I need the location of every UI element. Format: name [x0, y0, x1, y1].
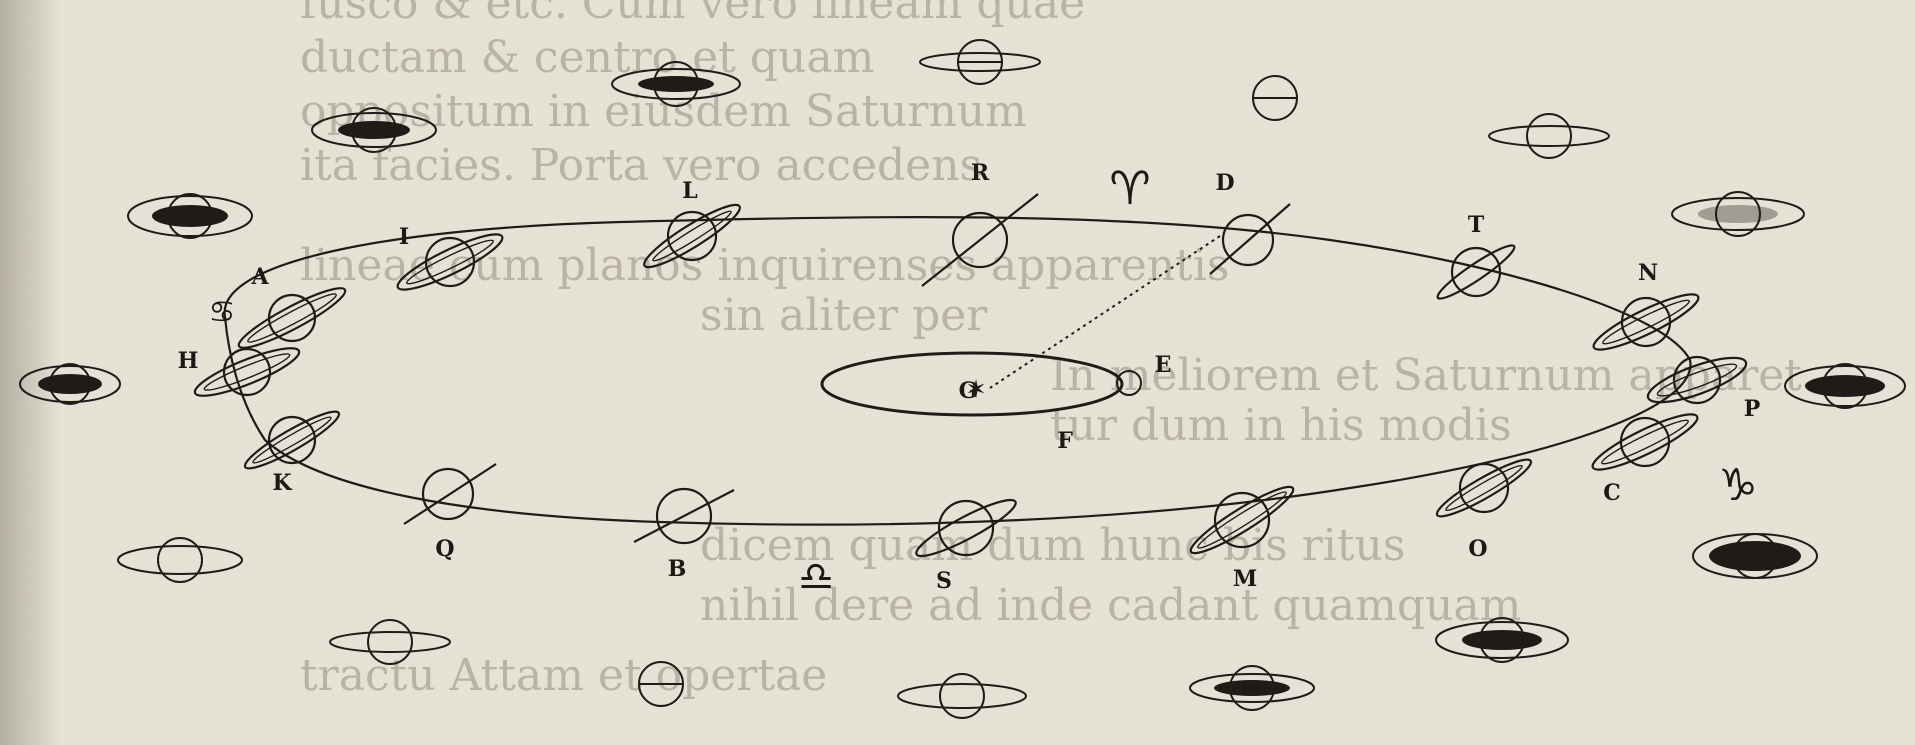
saturn-at-I	[396, 233, 504, 291]
bleed-line: tractu Attam et opertae	[300, 650, 827, 701]
label-M: M	[1233, 566, 1257, 592]
phase-open-rings	[1784, 363, 1906, 409]
phase-open-rings	[1189, 665, 1315, 711]
label-L: L	[682, 178, 697, 204]
bleed-line: nihil dere ad inde cadant quamquam	[700, 580, 1521, 631]
label-S: S	[936, 568, 952, 594]
saturn-at-A	[237, 287, 347, 349]
capricorn-icon: ♑	[1718, 460, 1757, 511]
saturn-at-C	[1591, 413, 1699, 471]
label-C: C	[1603, 480, 1621, 506]
bleed-line: fusco & etc. Cum vero lineam quae	[300, 0, 1085, 29]
label-O: O	[1468, 536, 1487, 562]
phase-thin-rings	[1488, 113, 1610, 159]
saturn-at-R	[921, 193, 1039, 287]
saturn-at-Q	[403, 463, 497, 525]
saturn-at-L	[643, 203, 741, 269]
aries-icon: ♈	[1109, 161, 1150, 215]
label-F: F	[1057, 428, 1073, 454]
label-T: T	[1468, 212, 1485, 238]
phase-thin-rings	[919, 39, 1041, 85]
earth-circle	[1116, 370, 1142, 396]
earth-orbit	[820, 351, 1124, 417]
label-P: P	[1744, 396, 1761, 422]
label-H: H	[178, 348, 199, 374]
sun-label: G	[959, 378, 978, 404]
saturn-at-K	[243, 410, 341, 470]
bleed-line: ita facies. Porta vero accedens	[300, 140, 982, 191]
saturn-at-T	[1436, 244, 1516, 300]
saturn-at-N	[1592, 293, 1700, 351]
bleed-through-text: fusco & etc. Cum vero lineam quae ductam…	[300, 0, 1802, 701]
phase-open-rings	[1435, 617, 1569, 663]
zodiac-signs: ♈ ♋ ♎ ♑	[209, 161, 1758, 600]
label-R: R	[971, 160, 990, 186]
bleed-line: ductam & centro et quam	[300, 32, 874, 83]
phase-thin-rings	[117, 537, 243, 583]
phase-open-rings	[611, 61, 741, 107]
phase-edge-on	[638, 661, 684, 707]
phase-edge-on	[1252, 75, 1298, 121]
phase-thin-rings	[897, 673, 1027, 719]
phase-thin-rings	[329, 619, 451, 665]
saturn-at-S	[915, 498, 1017, 558]
phase-open-rings	[311, 107, 437, 153]
bleed-line: dicem quam dum hunc bis ritus	[700, 520, 1405, 571]
label-E: E	[1155, 352, 1172, 378]
label-B: B	[668, 556, 687, 582]
orbit-saturns	[193, 193, 1748, 558]
label-Q: Q	[435, 536, 454, 562]
phase-open-rings	[127, 193, 253, 239]
label-K: K	[272, 470, 292, 496]
label-D: D	[1215, 170, 1234, 196]
phase-open-rings	[1671, 191, 1805, 237]
saturn-at-O	[1435, 458, 1533, 518]
saturn-at-M	[1189, 485, 1295, 555]
sun-star-icon: ✶	[965, 375, 987, 405]
label-N: N	[1638, 260, 1658, 286]
saturn-at-D	[1209, 203, 1291, 275]
libra-icon: ♎	[798, 554, 834, 600]
bleed-line: oppositum in eiusdem Saturnum	[300, 86, 1027, 137]
label-I: I	[399, 224, 409, 250]
phase-wide-rings	[1692, 533, 1818, 579]
point-labels: A B C D E F H I K L M N O P Q R S T	[178, 160, 1761, 594]
saturn-at-H	[193, 347, 301, 397]
saturn-at-B	[633, 487, 735, 545]
phase-open-rings	[19, 363, 121, 405]
apparent-phases	[19, 39, 1906, 719]
bleed-line: sin aliter per	[700, 290, 988, 341]
label-A: A	[250, 264, 269, 290]
cancer-icon: ♋	[209, 295, 236, 330]
bleed-line: tur dum in his modis	[1050, 400, 1512, 451]
saturn-at-P	[1646, 355, 1748, 405]
